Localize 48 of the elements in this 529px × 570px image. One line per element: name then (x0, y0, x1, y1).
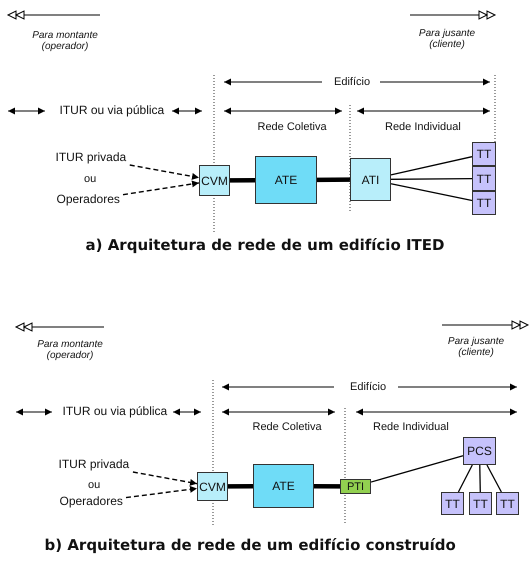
device-box: TT (496, 492, 519, 515)
device-box: TT (441, 492, 464, 515)
link-line (479, 464, 481, 492)
direction-label: Para jusante (cliente) (418, 28, 476, 50)
device-box: CVM (199, 165, 230, 196)
zone-label: Edifício (334, 76, 370, 88)
device-box: TT (469, 492, 492, 515)
link-line (390, 156, 472, 176)
thick-link (230, 178, 256, 183)
device-box: TT (472, 166, 496, 191)
link-line (486, 464, 502, 492)
link-line (458, 464, 473, 492)
thick-link (228, 484, 254, 489)
source-label: ITUR privada (56, 151, 126, 165)
source-label: Operadores (60, 495, 123, 509)
link-line (390, 183, 472, 202)
device-box: PCS (463, 437, 496, 465)
direction-label: Para montante (operador) (36, 338, 104, 362)
device-box: CVM (197, 472, 228, 501)
dashed-arrow (130, 164, 200, 180)
dashed-arrow (132, 471, 198, 486)
figure-caption: a) Arquitetura de rede de um edifício ITED (86, 236, 444, 254)
source-label: Operadores (56, 193, 120, 207)
dashed-arrow (122, 180, 200, 196)
zone-label: Edifício (350, 380, 386, 394)
dashed-arrow (126, 486, 198, 498)
device-box: PTI (340, 479, 371, 494)
device-box: TT (472, 142, 496, 166)
zone-label: Rede Coletiva (252, 420, 322, 434)
thick-link (317, 177, 350, 182)
link-line (391, 178, 472, 180)
connector-word: ou (84, 172, 96, 186)
device-box: ATE (255, 156, 317, 204)
zone-label: Rede Individual (385, 120, 461, 134)
zone-label: ITUR ou via pública (62, 405, 168, 419)
connector-word: ou (88, 478, 100, 492)
direction-label: Para montante (operador) (31, 30, 99, 52)
zone-label: Rede Individual (373, 420, 449, 434)
device-box: ATI (350, 158, 391, 201)
zone-label: Rede Coletiva (258, 120, 327, 134)
device-box: TT (472, 191, 496, 215)
zone-label: ITUR ou via pública (60, 104, 164, 118)
link-line (370, 455, 464, 483)
source-label: ITUR privada (58, 458, 130, 472)
direction-label: Para jusante (cliente) (446, 336, 506, 358)
device-box: ATE (253, 464, 314, 508)
figure-caption: b) Arquitetura de rede de um edifício construído (44, 536, 456, 554)
thick-link (314, 484, 340, 489)
